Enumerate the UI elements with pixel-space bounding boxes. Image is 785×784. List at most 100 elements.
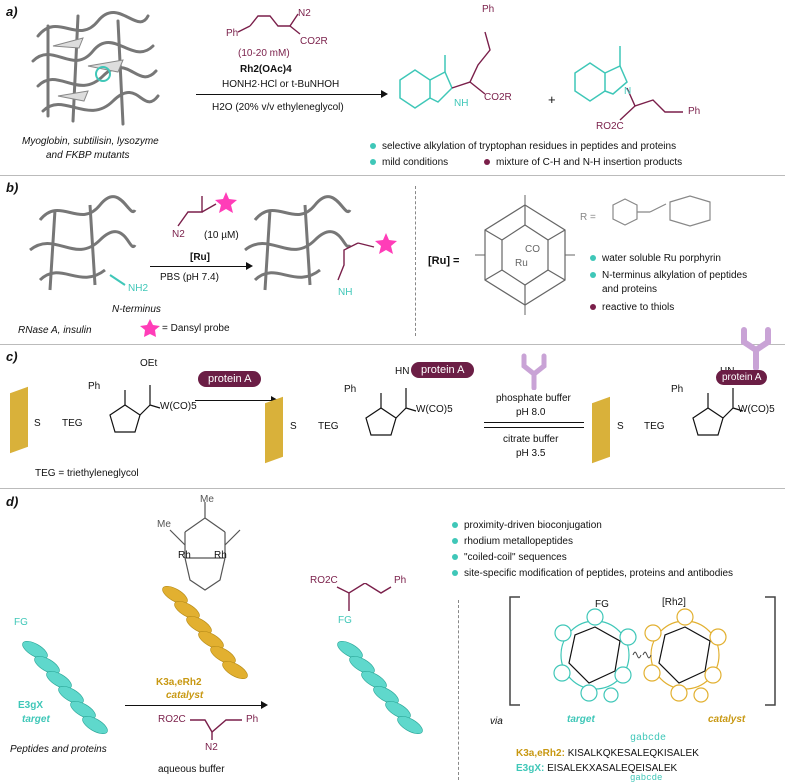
ph-c2: Ph [344, 384, 357, 395]
buffer-c2: citrate buffer [503, 434, 559, 445]
nh2-b: NH2 [128, 283, 149, 294]
wco-c2: W(CO)5 [416, 404, 453, 415]
ro2c-d-reagent: RO2C [158, 714, 186, 725]
bullet-dot [590, 304, 596, 311]
arrow-head-d [261, 701, 268, 709]
via-label: via [490, 716, 503, 727]
ph-c1: Ph [88, 381, 101, 392]
caption-d: Peptides and proteins [10, 744, 107, 755]
bullet-d-3: site-specific modification of peptides, … [452, 568, 733, 580]
antibody-icon-1 [521, 353, 547, 390]
protein-a-pill-1: protein A [198, 371, 262, 387]
protein-caption-a2: and FKBP mutants [46, 150, 130, 161]
reaction-arrow-c1 [195, 400, 275, 401]
bullet-dot [452, 538, 458, 545]
ph-p2: Ph [688, 106, 701, 117]
buffer-d: aqueous buffer [158, 764, 225, 775]
ro2c-prod: RO2C [310, 575, 338, 586]
protein-a-pill-2: protein A [411, 362, 475, 378]
arrow-head-b [246, 262, 253, 270]
protein-ribbon-b1 [29, 195, 137, 291]
bullet-d-2: "coiled-coil" sequences [452, 552, 567, 564]
product-chain-d [336, 583, 392, 611]
buffer-c1: phosphate buffer [496, 393, 571, 404]
s-c1: S [34, 418, 41, 429]
rh-right: Rh [214, 550, 227, 561]
conc-b: (10 µM) [204, 230, 239, 241]
gold-surface-1 [10, 386, 28, 454]
seq-e-row: E3gX: EISALEKXASALEQEISALEK [516, 763, 678, 774]
bullet-b-2: and proteins [602, 284, 658, 295]
nh-b: NH [338, 287, 353, 298]
n2-b: N2 [172, 229, 185, 240]
co2r-a-reagent: CO2R [300, 36, 328, 47]
protein-a-pill-3: protein A [716, 370, 768, 385]
me-top: Me [200, 494, 214, 505]
divider-b [415, 186, 416, 336]
catalyst-label-wheel: catalyst [708, 714, 746, 725]
wco-c3: W(CO)5 [738, 404, 775, 415]
triazole-c2 [365, 388, 417, 436]
divider-ab [0, 175, 785, 176]
probe-legend: = Dansyl probe [162, 323, 230, 334]
bullet-d-1: rhodium metallopeptides [452, 536, 573, 548]
n-p2: N [624, 86, 632, 97]
catalyst-label-d: catalyst [166, 690, 204, 701]
solvent-a: H2O (20% v/v ethyleneglycol) [212, 102, 344, 113]
protein-ribbon-b2 [244, 195, 352, 291]
catalyst-name-d: K3a,eRh2 [156, 677, 202, 688]
seq-k-row: K3a,eRh2: KISALKQKESALEQKISALEK [516, 748, 699, 759]
hn-c2: HN [395, 366, 410, 377]
catalyst-helix [162, 585, 248, 680]
buffer-b: PBS (pH 7.4) [160, 272, 219, 283]
divider-bc [0, 344, 785, 345]
s-c2: S [290, 421, 297, 432]
reaction-arrow-d [125, 705, 265, 706]
teg-c1: TEG [62, 418, 83, 429]
rh-paddlewheel [169, 502, 241, 591]
ru-center: Ru [515, 258, 528, 269]
antibody-icon-2 [741, 327, 771, 370]
ph-d-reagent: Ph [246, 714, 259, 725]
sugar-substituent [612, 195, 711, 227]
ru-label: [Ru] = [428, 255, 460, 267]
panel-b-label: b) [6, 180, 19, 195]
me-left: Me [157, 519, 171, 530]
ph-c-1: pH 8.0 [516, 407, 546, 418]
bullet-a-1: mild conditions [370, 157, 448, 169]
n-terminus-b: N-terminus [112, 304, 161, 315]
target-label-wheel: target [567, 714, 595, 725]
teg-c2: TEG [318, 421, 339, 432]
alkylated-terminus-b [337, 233, 397, 281]
reaction-arrow-b [150, 266, 250, 267]
n2-d: N2 [205, 742, 218, 753]
bullet-dot [370, 143, 376, 150]
target-label-left: target [22, 714, 50, 725]
ph-p1: Ph [482, 4, 495, 15]
n2-a-reagent: N2 [298, 8, 311, 19]
panel-c-label: c) [6, 349, 18, 364]
gold-surface-3 [592, 396, 610, 464]
divider-d [458, 600, 459, 780]
arrow-forward-c [484, 422, 584, 423]
bullet-d-0: proximity-driven bioconjugation [452, 520, 602, 532]
bullet-dot [484, 159, 490, 166]
fg-prod: FG [338, 615, 352, 626]
arrow-head-a [381, 90, 388, 98]
triazole-c1 [109, 385, 161, 433]
product-ch-insertion [399, 31, 491, 109]
teg-def: TEG = triethyleneglycol [35, 468, 139, 479]
diazo-reagent-b [177, 192, 237, 227]
catalyst-a: Rh2(OAc)4 [240, 64, 292, 75]
ph-prod: Ph [394, 575, 407, 586]
co2r-p1: CO2R [484, 92, 512, 103]
fg-left: FG [14, 617, 28, 628]
bullet-dot [590, 255, 596, 262]
additive-a: HONH2·HCl or t-BuNHOH [222, 79, 340, 90]
caption-b: RNase A, insulin [18, 325, 92, 336]
helical-wheel-diagram [509, 596, 776, 706]
reagent-conc-a: (10-20 mM) [238, 48, 290, 59]
protein-ribbon-a [31, 11, 160, 126]
ro2c-p2: RO2C [596, 121, 624, 132]
s-c3: S [617, 421, 624, 432]
